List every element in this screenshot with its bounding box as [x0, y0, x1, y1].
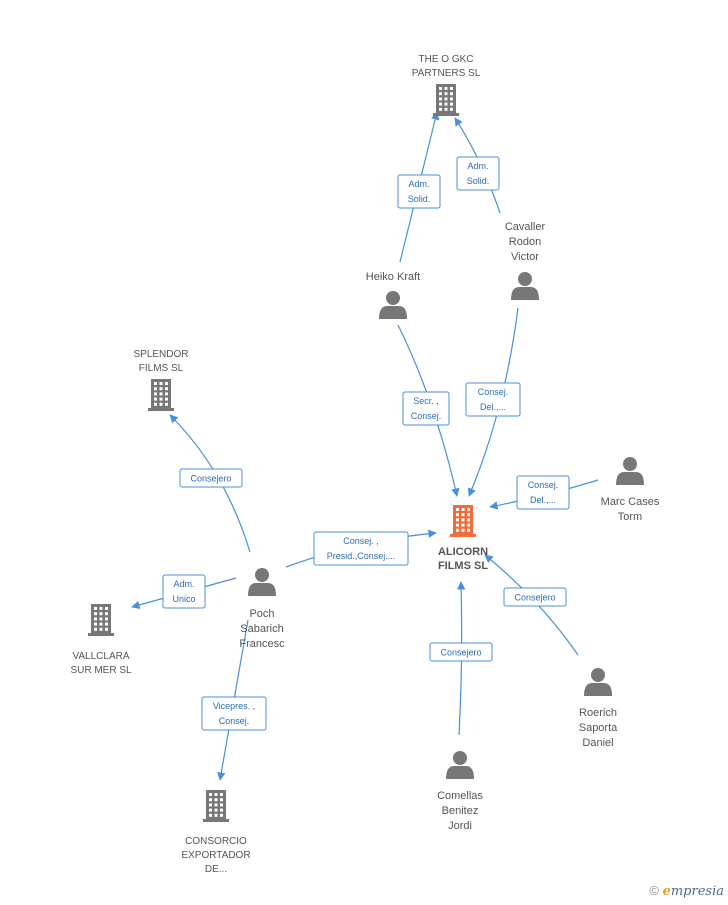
node-label: Sabarich — [240, 623, 283, 635]
edge-label-box[interactable] — [516, 475, 570, 510]
node-label: Comellas — [437, 790, 483, 802]
building-icon — [433, 84, 459, 116]
node-label: Daniel — [582, 737, 613, 749]
edge-label-text: Adm. — [173, 579, 194, 589]
edge-label-text: Solid. — [467, 176, 490, 186]
node-label: VALLCLARA — [72, 651, 129, 662]
node-theo[interactable]: THE O GKC PARTNERS SL — [412, 54, 481, 116]
node-label: FILMS SL — [438, 560, 488, 572]
brand-letter: e — [662, 884, 671, 899]
edge-label-text: Vicepres. , — [213, 701, 255, 711]
person-icon — [511, 272, 539, 300]
node-label: Heiko Kraft — [366, 271, 420, 283]
edge-label-text: Unico — [172, 594, 195, 604]
node-alicorn[interactable]: ALICORN FILMS SL — [438, 505, 488, 572]
building-icon — [148, 379, 174, 411]
edge-roerich-alicorn: Consejero — [484, 554, 579, 656]
node-heiko[interactable]: Heiko Kraft — [366, 271, 420, 319]
edge-label-box[interactable] — [465, 382, 521, 417]
edge-label-text: Consej. — [528, 480, 559, 490]
edge-label-text: Consej. — [478, 387, 509, 397]
edge-label-box[interactable] — [456, 156, 500, 191]
edge-poch-consorcio: Vicepres. , Consej. — [201, 619, 267, 781]
node-label: SPLENDOR — [133, 349, 188, 360]
edge-cavaller-alicorn: Consej. Del.,... — [465, 307, 521, 497]
edge-label-box[interactable] — [429, 642, 493, 662]
person-icon — [379, 291, 407, 319]
brand-logo[interactable]: © empresia — [649, 883, 724, 899]
node-label: CONSORCIO — [185, 836, 247, 847]
edge-label-box[interactable] — [313, 531, 409, 566]
node-label: SUR MER SL — [70, 665, 132, 676]
edge-poch-splendor: Consejero — [169, 414, 251, 553]
brand-name: mpresia — [670, 884, 724, 899]
edge-label-text: Consej. — [219, 716, 250, 726]
edge-poch-alicorn: Consej. , Presid.,Consej.... — [285, 529, 437, 568]
node-label: PARTNERS SL — [412, 68, 481, 79]
edge-label-text: Consejero — [440, 648, 481, 658]
person-icon — [584, 668, 612, 696]
node-label: Torm — [618, 511, 642, 523]
node-vallclara[interactable]: VALLCLARA SUR MER SL — [70, 604, 132, 676]
edge-label-text: Consejero — [190, 474, 231, 484]
node-label: Cavaller — [505, 221, 546, 233]
person-icon — [248, 568, 276, 596]
node-label: Roerich — [579, 707, 617, 719]
edge-label-text: Consejero — [514, 593, 555, 603]
person-icon — [616, 457, 644, 485]
edge-label-box[interactable] — [179, 468, 243, 488]
edge-label-text: Adm. — [467, 161, 488, 171]
person-icon — [446, 751, 474, 779]
node-label: ALICORN — [438, 546, 488, 558]
node-label: Saporta — [579, 722, 618, 734]
edge-label-text: Consej. — [411, 411, 442, 421]
edge-label-text: Del.,... — [530, 495, 556, 505]
node-label: THE O GKC — [418, 54, 473, 65]
edge-label-text: Del.,... — [480, 402, 506, 412]
edge-cavaller-theo: Adm. Solid. — [454, 117, 501, 214]
building-icon — [203, 790, 229, 822]
node-label: DE... — [205, 864, 227, 875]
edge-label-box[interactable] — [397, 174, 441, 209]
edge-label-box[interactable] — [402, 391, 450, 426]
node-splendor[interactable]: SPLENDOR FILMS SL — [133, 349, 189, 411]
edge-label-text: Adm. — [408, 179, 429, 189]
edge-heiko-theo: Adm. Solid. — [397, 111, 441, 263]
edge-label-text: Secr. , — [413, 396, 439, 406]
edge-label-text: Solid. — [408, 194, 431, 204]
edge-heiko-alicorn: Secr. , Consej. — [397, 324, 460, 497]
node-label: Benitez — [442, 805, 479, 817]
node-consorcio[interactable]: CONSORCIO EXPORTADOR DE... — [181, 790, 251, 875]
edge-label-box[interactable] — [503, 587, 567, 607]
building-icon — [450, 505, 476, 537]
edge-label-text: Presid.,Consej.... — [327, 551, 396, 561]
node-label: Francesc — [239, 638, 285, 650]
node-label: EXPORTADOR — [181, 850, 250, 861]
node-label: Marc Cases — [601, 496, 660, 508]
node-label: Poch — [249, 608, 274, 620]
edge-poch-vallclara: Adm. Unico — [131, 574, 237, 609]
edge-label-box[interactable] — [201, 696, 267, 731]
node-label: Jordi — [448, 820, 472, 832]
node-label: FILMS SL — [139, 363, 184, 374]
copyright-icon: © — [649, 883, 659, 898]
edge-label-text: Consej. , — [343, 536, 379, 546]
edge-label-box[interactable] — [162, 574, 206, 609]
building-icon — [88, 604, 114, 636]
edge-comellas-alicorn: Consejero — [429, 581, 493, 736]
edge-marc-alicorn: Consej. Del.,... — [489, 475, 599, 510]
node-label: Rodon — [509, 236, 541, 248]
node-label: Victor — [511, 251, 539, 263]
